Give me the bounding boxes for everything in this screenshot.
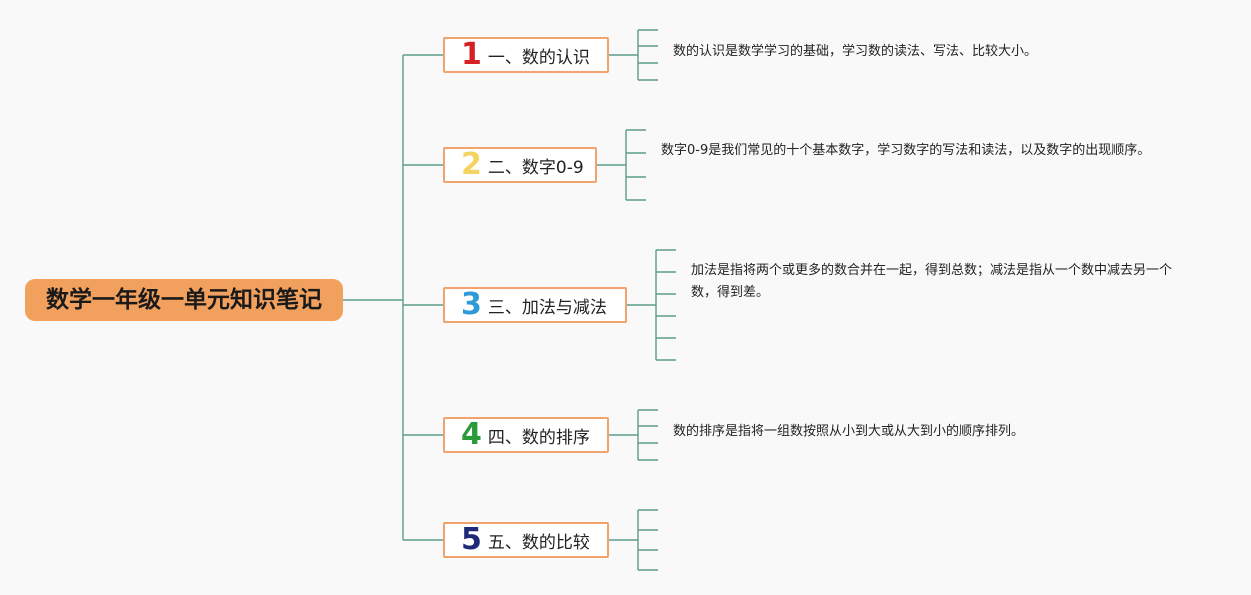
branch-note-3: 加法是指将两个或更多的数合并在一起，得到总数；减法是指从一个数中减去另一个数，得… <box>691 263 1173 300</box>
branch-topic-1[interactable]: 1 一、数的认识 <box>443 37 609 73</box>
branch-topic-4[interactable]: 4 四、数的排序 <box>443 417 609 453</box>
branch-label-2: 二、数字0-9 <box>487 157 584 178</box>
branch-number-5: 5 <box>461 522 482 557</box>
branch-label-3: 三、加法与减法 <box>487 297 607 318</box>
branch-number-4: 4 <box>461 417 482 452</box>
branch-label-4: 四、数的排序 <box>487 427 590 448</box>
branch-label-1: 一、数的认识 <box>487 47 590 68</box>
branch-note-1: 数的认识是数学学习的基础，学习数的读法、写法、比较大小。 <box>673 44 1038 59</box>
branch-topic-5[interactable]: 5 五、数的比较 <box>443 522 609 558</box>
branch-note-2: 数字0-9是我们常见的十个基本数字，学习数字的写法和读法，以及数字的出现顺序。 <box>661 143 1151 158</box>
branch-number-1: 1 <box>461 37 482 72</box>
root-topic[interactable]: 数学一年级一单元知识笔记 <box>25 279 343 321</box>
branch-note-4: 数的排序是指将一组数按照从小到大或从大到小的顺序排列。 <box>673 424 1025 439</box>
branch-number-2: 2 <box>461 147 482 182</box>
branch-topic-3[interactable]: 3 三、加法与减法 <box>443 287 627 323</box>
branch-label-5: 五、数的比较 <box>487 532 590 553</box>
branch-number-3: 3 <box>461 287 482 322</box>
branch-topic-2[interactable]: 2 二、数字0-9 <box>443 147 597 183</box>
